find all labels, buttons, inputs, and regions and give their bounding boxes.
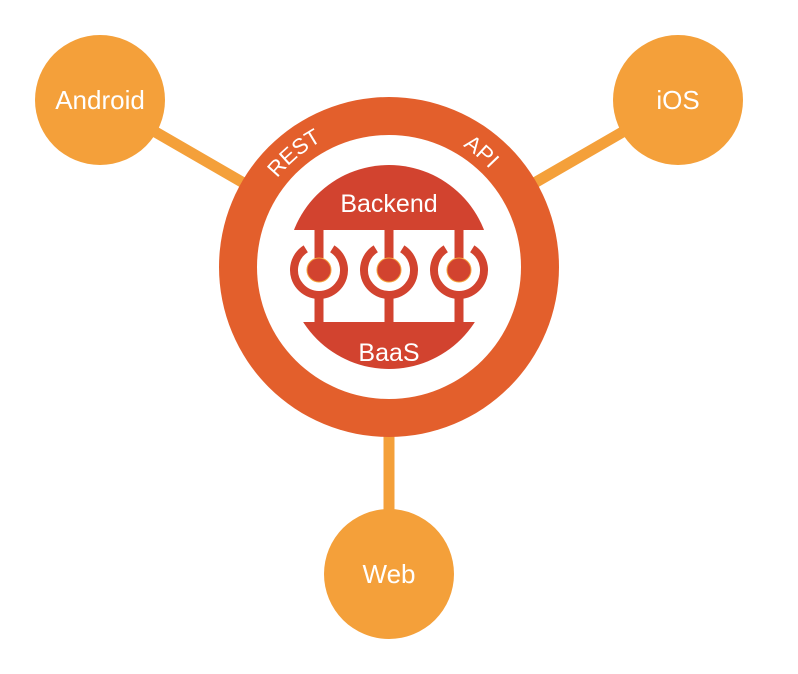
client-label: iOS xyxy=(656,85,699,115)
client-node-web: Web xyxy=(324,509,454,639)
plug-core xyxy=(376,257,402,283)
plug-arc xyxy=(360,245,418,299)
client-circle xyxy=(35,35,165,165)
client-node-android: Android xyxy=(35,35,165,165)
client-circle xyxy=(613,35,743,165)
client-label: Android xyxy=(55,85,145,115)
backend-label: Backend xyxy=(340,190,437,218)
plug-icon xyxy=(290,226,348,326)
plug-core xyxy=(446,257,472,283)
plug-icon xyxy=(430,226,488,326)
plug-arc xyxy=(290,245,348,299)
plug-arc xyxy=(430,245,488,299)
plug-core xyxy=(306,257,332,283)
client-label: Web xyxy=(363,559,416,589)
connector-plugs xyxy=(290,226,488,326)
client-circle xyxy=(324,509,454,639)
baas-label: BaaS xyxy=(358,339,419,367)
plug-icon xyxy=(360,226,418,326)
client-node-ios: iOS xyxy=(613,35,743,165)
baas-hub: REST API Backend BaaS xyxy=(219,97,559,437)
